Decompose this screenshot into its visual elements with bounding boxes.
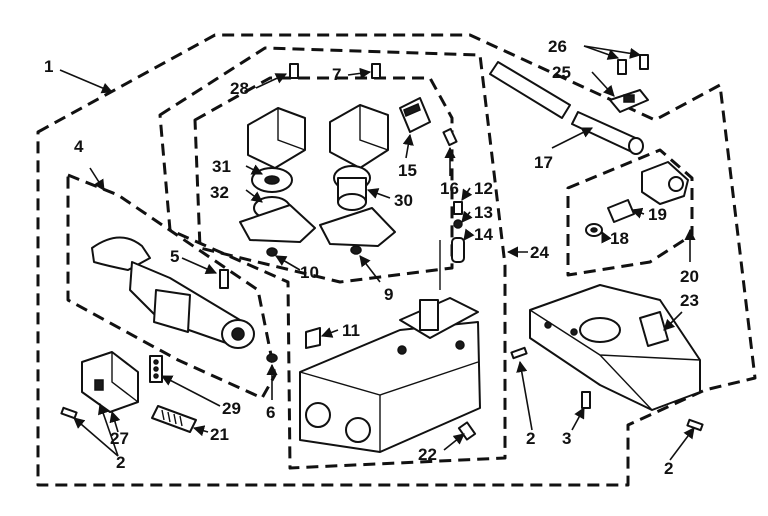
callout-6: 6 bbox=[266, 403, 275, 422]
solenoid-group-boundary bbox=[193, 76, 454, 284]
screw-28-part bbox=[289, 63, 299, 79]
callout-16: 16 bbox=[440, 179, 459, 198]
callout-29: 29 bbox=[222, 399, 241, 418]
callout-5: 5 bbox=[170, 247, 179, 266]
callout-31: 31 bbox=[212, 157, 231, 176]
ball-13-part bbox=[453, 219, 463, 229]
washer-10-part bbox=[266, 247, 278, 257]
screw-26-part bbox=[617, 54, 649, 75]
burner-tube-part bbox=[489, 61, 644, 155]
screw-3-part bbox=[581, 391, 591, 409]
callout-13: 13 bbox=[474, 203, 493, 222]
valve-body-part bbox=[299, 240, 481, 453]
spring-21-part bbox=[151, 405, 197, 433]
callout-21: 21 bbox=[210, 425, 229, 444]
callout-11: 11 bbox=[342, 321, 360, 340]
callout-28: 28 bbox=[230, 79, 249, 98]
callout-1: 1 bbox=[44, 57, 53, 76]
callout-17: 17 bbox=[534, 153, 553, 172]
screw-2a-part bbox=[60, 406, 78, 420]
callout-24: 24 bbox=[530, 243, 549, 262]
washer-9-part bbox=[350, 245, 362, 255]
plunger-14-part bbox=[451, 237, 465, 263]
callout-2a: 2 bbox=[116, 453, 125, 472]
cap-11-part bbox=[305, 327, 321, 349]
bracket-27-part bbox=[81, 351, 139, 413]
callout-9: 9 bbox=[384, 285, 393, 304]
callout-18: 18 bbox=[610, 229, 629, 248]
callout-27: 27 bbox=[110, 429, 129, 448]
callout-15: 15 bbox=[398, 161, 417, 180]
callout-12: 12 bbox=[474, 179, 493, 198]
screw-7-part bbox=[371, 63, 381, 79]
callout-23: 23 bbox=[680, 291, 699, 310]
screw-2c-part bbox=[686, 418, 704, 432]
regulator-part bbox=[585, 161, 689, 237]
igniter-part bbox=[91, 236, 255, 349]
screw-16-part bbox=[442, 127, 458, 147]
callout-2c: 2 bbox=[664, 459, 673, 478]
callout-20: 20 bbox=[680, 267, 699, 286]
callout-7: 7 bbox=[332, 65, 341, 84]
callout-2b: 2 bbox=[526, 429, 535, 448]
connector-15-part bbox=[399, 97, 431, 133]
callout-3: 3 bbox=[562, 429, 571, 448]
spring-12-part bbox=[453, 201, 463, 215]
screw-5-part bbox=[219, 269, 229, 289]
callout-22: 22 bbox=[418, 445, 437, 464]
callout-30: 30 bbox=[394, 191, 413, 210]
solenoid-coil-right-part bbox=[319, 104, 396, 247]
valve-group-boundary bbox=[158, 46, 507, 470]
callout-32: 32 bbox=[210, 183, 229, 202]
callout-25: 25 bbox=[552, 63, 571, 82]
leader-lines bbox=[59, 45, 696, 461]
callout-19: 19 bbox=[648, 205, 667, 224]
bracket-25-part bbox=[609, 89, 649, 113]
igniter-group-boundary bbox=[66, 173, 277, 400]
callout-10: 10 bbox=[300, 263, 319, 282]
terminal-strip-29-part bbox=[149, 355, 163, 383]
callout-4: 4 bbox=[74, 137, 84, 156]
callout-26: 26 bbox=[548, 37, 567, 56]
solenoid-coil-left-part bbox=[239, 107, 316, 243]
screw-2b-part bbox=[510, 346, 528, 360]
callout-14: 14 bbox=[474, 225, 493, 244]
washer-6-part bbox=[266, 353, 278, 363]
mounting-bracket-23-part bbox=[529, 284, 701, 411]
outer-assembly-boundary bbox=[36, 33, 757, 487]
